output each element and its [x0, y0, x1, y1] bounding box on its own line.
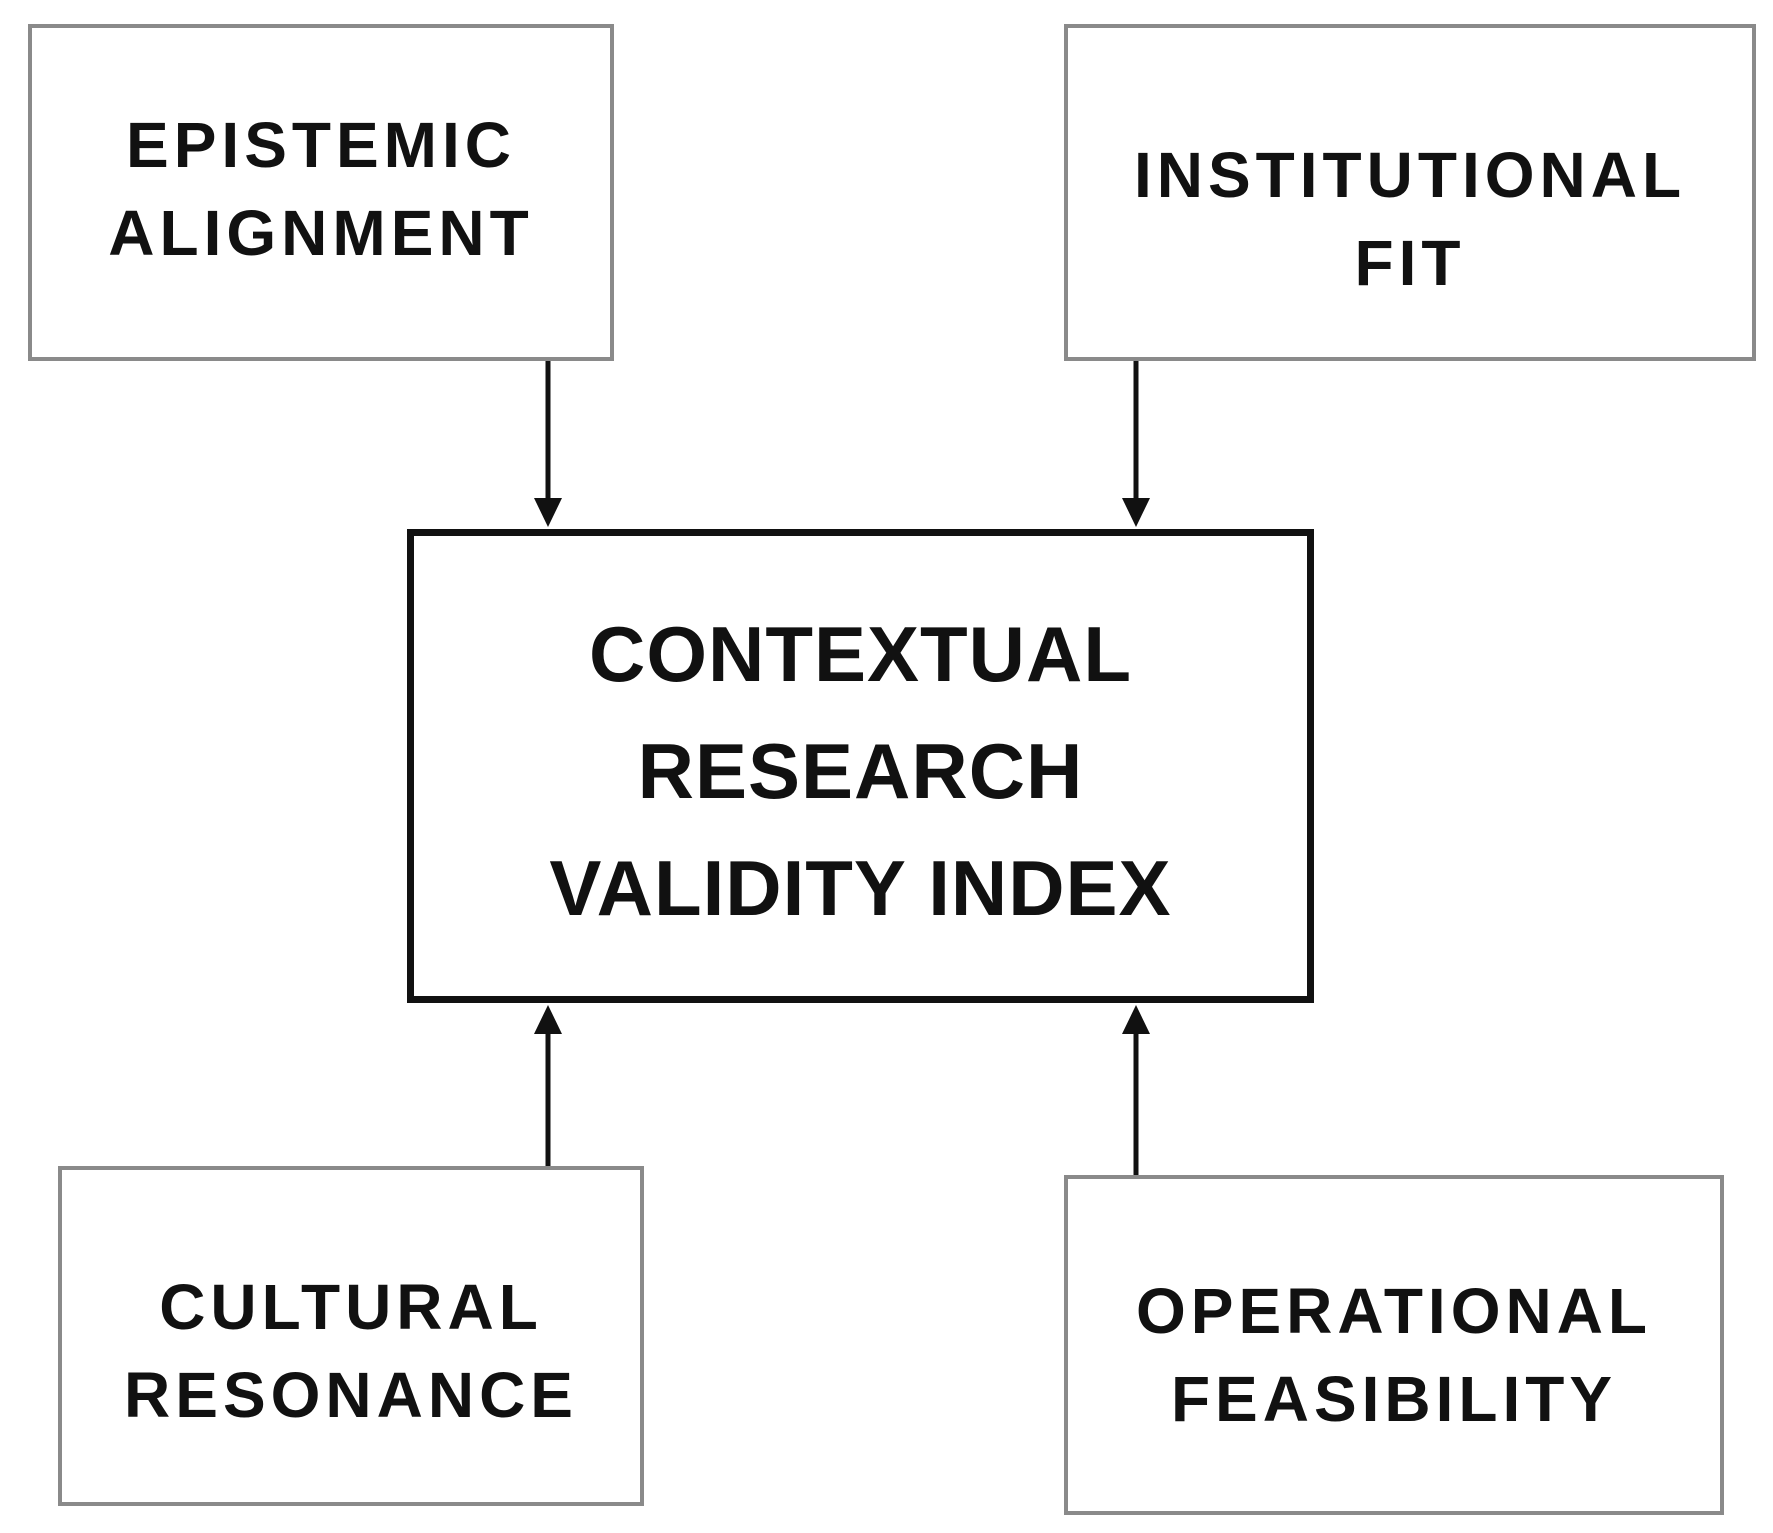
- arrowhead-epistemic: [534, 498, 562, 527]
- center-line-2: RESEARCH: [637, 727, 1084, 815]
- center-line-1: CONTEXTUAL: [589, 610, 1132, 698]
- epistemic-alignment-box: EPISTEMIC ALIGNMENT: [28, 24, 614, 361]
- operational-line-1: OPERATIONAL: [1135, 1275, 1653, 1347]
- epistemic-line-1: EPISTEMIC: [126, 109, 516, 181]
- cultural-line-1: CULTURAL: [159, 1271, 543, 1343]
- cultural-resonance-box: CULTURAL RESONANCE: [58, 1166, 644, 1506]
- institutional-line-1: INSTITUTIONAL: [1133, 139, 1687, 211]
- operational-line-2: FEASIBILITY: [1170, 1363, 1618, 1435]
- epistemic-line-2: ALIGNMENT: [108, 197, 534, 269]
- cultural-line-2: RESONANCE: [124, 1359, 578, 1431]
- arrowhead-institutional: [1122, 498, 1150, 527]
- institutional-fit-box: INSTITUTIONAL FIT: [1064, 24, 1756, 361]
- center-line-3: VALIDITY INDEX: [549, 844, 1172, 932]
- arrowhead-operational: [1122, 1005, 1150, 1034]
- contextual-research-validity-index-box: CONTEXTUAL RESEARCH VALIDITY INDEX: [407, 529, 1314, 1003]
- operational-feasibility-box: OPERATIONAL FEASIBILITY: [1064, 1175, 1724, 1515]
- arrowhead-cultural: [534, 1005, 562, 1034]
- institutional-line-2: FIT: [1354, 227, 1466, 299]
